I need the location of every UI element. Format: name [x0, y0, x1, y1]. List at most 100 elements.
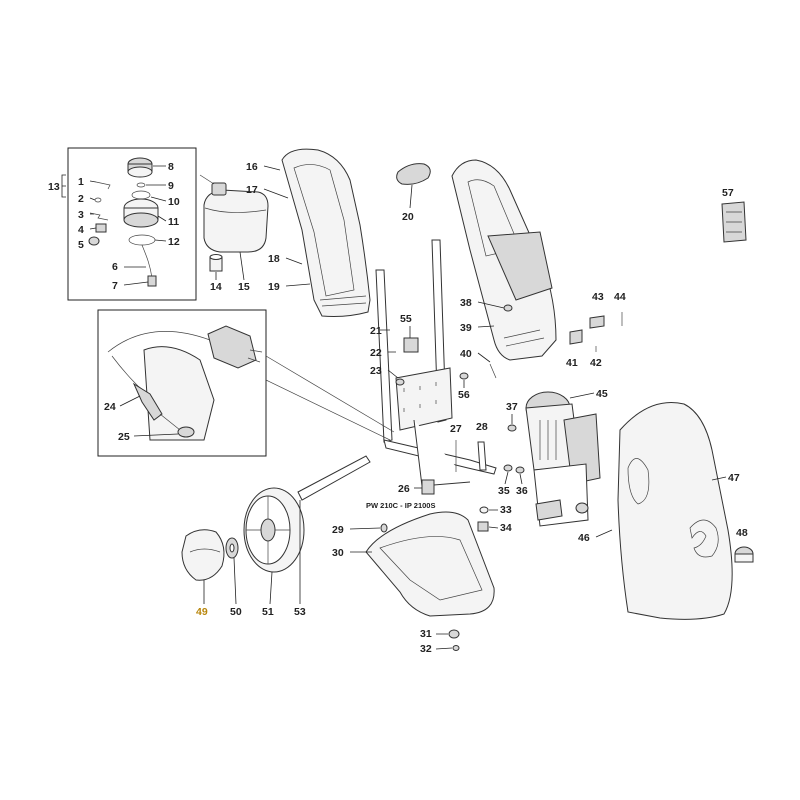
label-2: 2	[78, 193, 84, 205]
power-plug-part	[207, 325, 263, 369]
label-5: 5	[78, 239, 84, 251]
group-13-bracket	[61, 174, 66, 198]
label-27: 27	[450, 423, 462, 435]
leader-29	[349, 527, 381, 530]
cap-34-part	[477, 521, 489, 532]
label-28: 28	[476, 421, 488, 433]
fitting-26-part	[421, 479, 435, 495]
label-3: 3	[78, 209, 84, 221]
label-42: 42	[590, 357, 602, 369]
washer-35-part	[503, 464, 513, 472]
clip-41-part	[569, 329, 583, 345]
cable-end	[159, 413, 181, 431]
valve-body-part	[123, 198, 159, 228]
knob-part	[734, 546, 754, 563]
label-30: 30	[332, 547, 344, 559]
strain-relief-24-part	[132, 382, 163, 421]
screw-38-part	[503, 304, 513, 312]
leader-45	[569, 392, 595, 399]
inset-frame	[97, 309, 267, 457]
label-6: 6	[112, 261, 118, 273]
label-12: 12	[168, 236, 180, 248]
shell-leaders	[477, 301, 505, 363]
plate-43-part	[589, 315, 605, 329]
label-7: 7	[112, 280, 118, 292]
label-47: 47	[728, 472, 740, 484]
leader-47	[711, 476, 727, 481]
label-36: 36	[516, 485, 528, 497]
front-handle-frame-part	[281, 148, 371, 317]
power-cable	[107, 331, 211, 353]
small-ring-part	[136, 182, 146, 188]
frame-19-leaders	[263, 165, 311, 287]
model-caption: PW 210C - IP 2100S	[366, 501, 435, 510]
screw-56-part	[459, 372, 469, 380]
base-tray-part	[365, 511, 495, 617]
rear-body-shell-part	[451, 159, 557, 361]
nut-31-part	[448, 629, 460, 639]
suction-tube-part	[141, 244, 153, 279]
label-40: 40	[460, 348, 472, 360]
label-41: 41	[566, 357, 578, 369]
inset-pointer-line-1	[265, 355, 395, 433]
label-34: 34	[500, 522, 512, 534]
inset-pointer-line-2	[265, 379, 391, 441]
large-oring-part	[128, 234, 156, 246]
label-25: 25	[118, 431, 130, 443]
chassis-leaders	[380, 329, 399, 379]
washer-36-part	[515, 466, 525, 474]
label-33: 33	[500, 504, 512, 516]
nut-part	[209, 254, 223, 272]
group-13-leaders	[88, 165, 167, 286]
label-37: 37	[506, 401, 518, 413]
label-32: 32	[420, 643, 432, 655]
ball-5-part	[88, 236, 100, 246]
label-10: 10	[168, 196, 180, 208]
group-13-frame	[67, 147, 197, 301]
label-51: 51	[262, 606, 274, 618]
group-13-label: 13	[48, 181, 60, 193]
screw-37-part	[507, 424, 517, 432]
power-cord-inset: 24 25	[97, 309, 395, 457]
label-11: 11	[168, 216, 179, 228]
leader-20	[409, 184, 413, 209]
ring-25-part	[177, 426, 195, 438]
tank-leaders	[215, 251, 245, 281]
label-26: 26	[398, 483, 410, 495]
leaders-33-34	[488, 509, 499, 529]
label-16: 16	[246, 161, 258, 173]
wheel-leaders	[203, 500, 301, 605]
label-49: 49	[196, 606, 208, 618]
label-48: 48	[736, 527, 748, 539]
leaders-35-36	[504, 471, 523, 485]
label-18: 18	[268, 253, 280, 265]
detergent-tank-part	[199, 174, 269, 253]
label-31: 31	[420, 628, 432, 640]
axle-53-part	[297, 455, 371, 501]
motor-pump-part	[525, 391, 601, 527]
label-9: 9	[168, 180, 174, 192]
label-22: 22	[370, 347, 382, 359]
bracket-55-part	[403, 337, 419, 353]
label-21: 21	[370, 325, 382, 337]
leaders-31-32	[435, 633, 453, 650]
label-23: 23	[370, 365, 382, 377]
label-55: 55	[400, 313, 412, 325]
label-45: 45	[596, 388, 608, 400]
label-44: 44	[614, 291, 626, 303]
filter-part	[147, 275, 157, 287]
hubcap-49-part	[181, 529, 225, 581]
rod-28-part	[477, 441, 487, 471]
washer-50-part	[225, 537, 239, 559]
label-57: 57	[722, 187, 734, 199]
label-4: 4	[78, 224, 84, 236]
screw-1-part	[95, 181, 111, 190]
screw-40-part	[489, 363, 497, 379]
washer-2-part	[94, 197, 102, 203]
label-15: 15	[238, 281, 250, 293]
oring-part	[131, 190, 151, 200]
label-39: 39	[460, 322, 472, 334]
label-29: 29	[332, 524, 344, 536]
spring-4-part	[95, 223, 107, 233]
